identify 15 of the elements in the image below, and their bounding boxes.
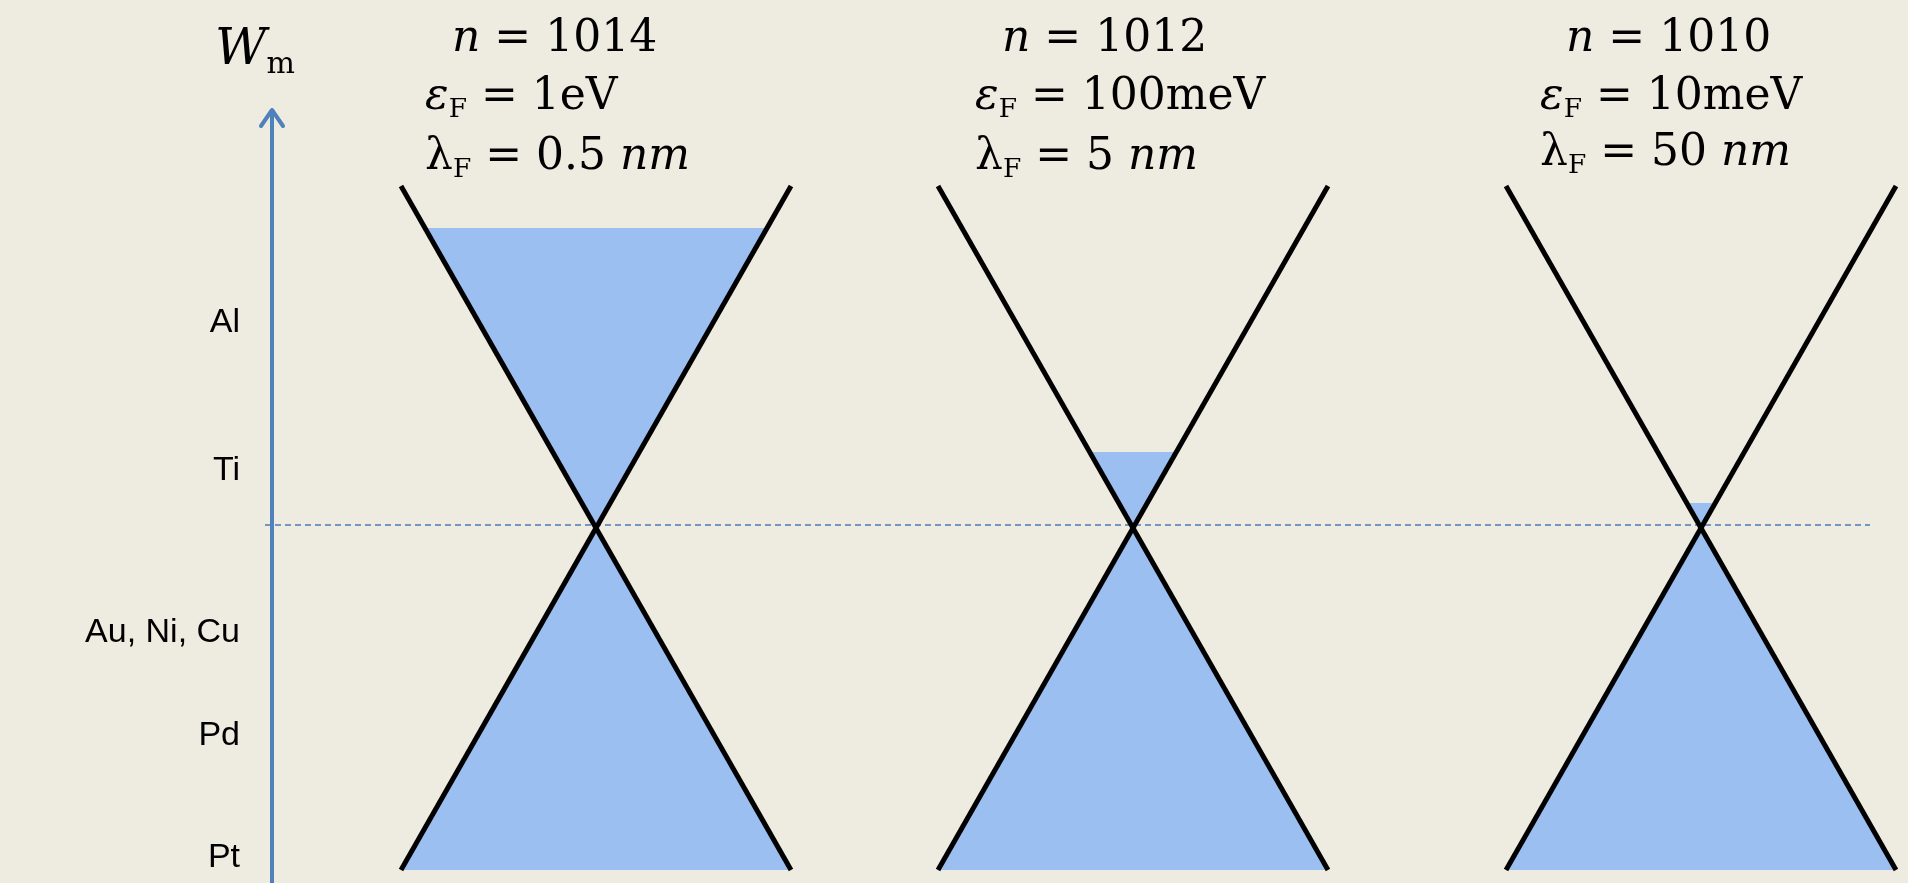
equation: ε$_{F}$ = 10meV (1540, 72, 1803, 122)
axis-label: W$_{m}$ (215, 22, 295, 78)
equation: λ$_{F}$ = 50 nm (1540, 128, 1792, 178)
equation: ε$_{F}$ = 100meV (975, 72, 1266, 122)
equation: λ$_{F}$ = 5 nm (975, 132, 1199, 182)
metal-label: Pd (197, 716, 240, 750)
equation: n = 1014 (452, 14, 658, 58)
metal-label: Ti (211, 451, 240, 485)
metal-label: Al (208, 303, 240, 337)
metal-label: Pt (206, 838, 240, 872)
equation: n = 1010 (1566, 14, 1772, 58)
metal-label: Au, Ni, Cu (84, 613, 240, 647)
equation: λ$_{F}$ = 0.5 nm (425, 132, 691, 182)
equation: n = 1012 (1002, 14, 1208, 58)
equation: ε$_{F}$ = 1eV (425, 72, 618, 122)
